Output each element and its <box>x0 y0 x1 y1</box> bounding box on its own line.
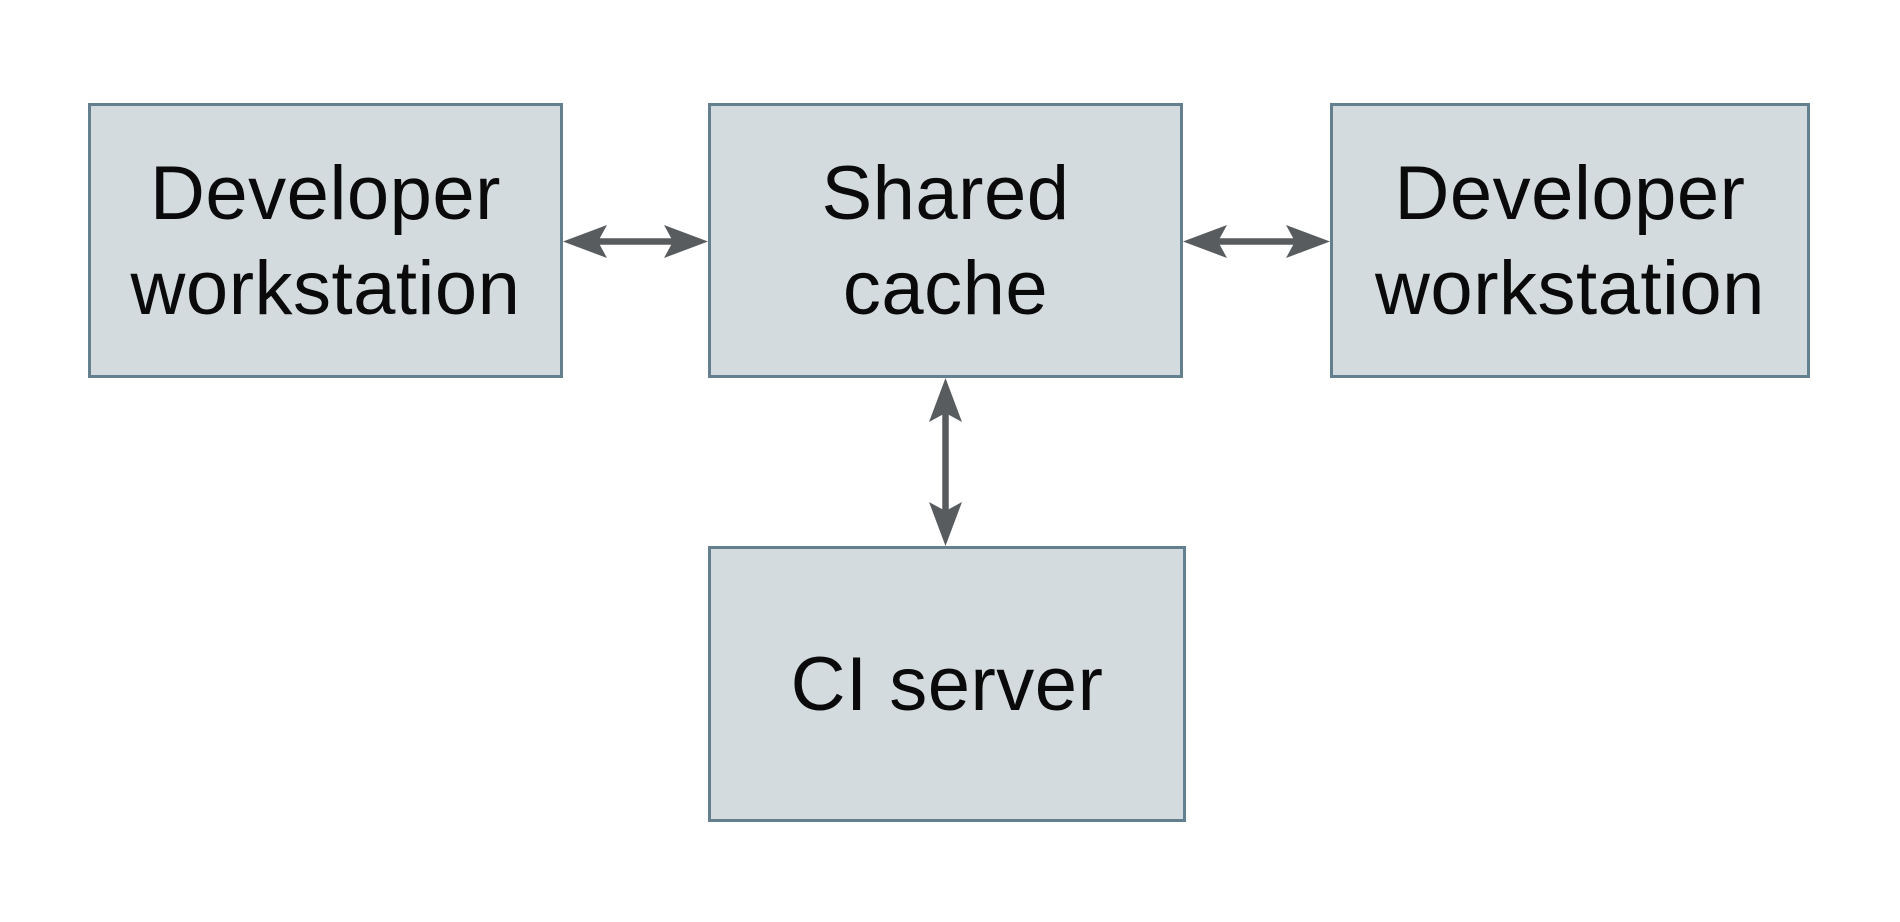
arrowhead-right-icon <box>1286 225 1330 258</box>
arrowhead-left-icon <box>1183 225 1227 258</box>
node-developer-workstation-left: Developer workstation <box>88 103 563 378</box>
arrowhead-right-icon <box>664 225 708 258</box>
bidirectional-arrow-shared-cache-right-workstation <box>1183 225 1330 258</box>
arrowhead-up-icon <box>929 378 962 422</box>
bidirectional-arrow-shared-cache-ci-server <box>929 378 962 546</box>
bidirectional-arrow-left-workstation-shared-cache <box>563 225 708 258</box>
node-developer-workstation-right: Developer workstation <box>1330 103 1810 378</box>
node-shared-cache: Shared cache <box>708 103 1183 378</box>
node-ci-server: CI server <box>708 546 1186 822</box>
arrowhead-left-icon <box>563 225 607 258</box>
arrowhead-down-icon <box>929 502 962 546</box>
